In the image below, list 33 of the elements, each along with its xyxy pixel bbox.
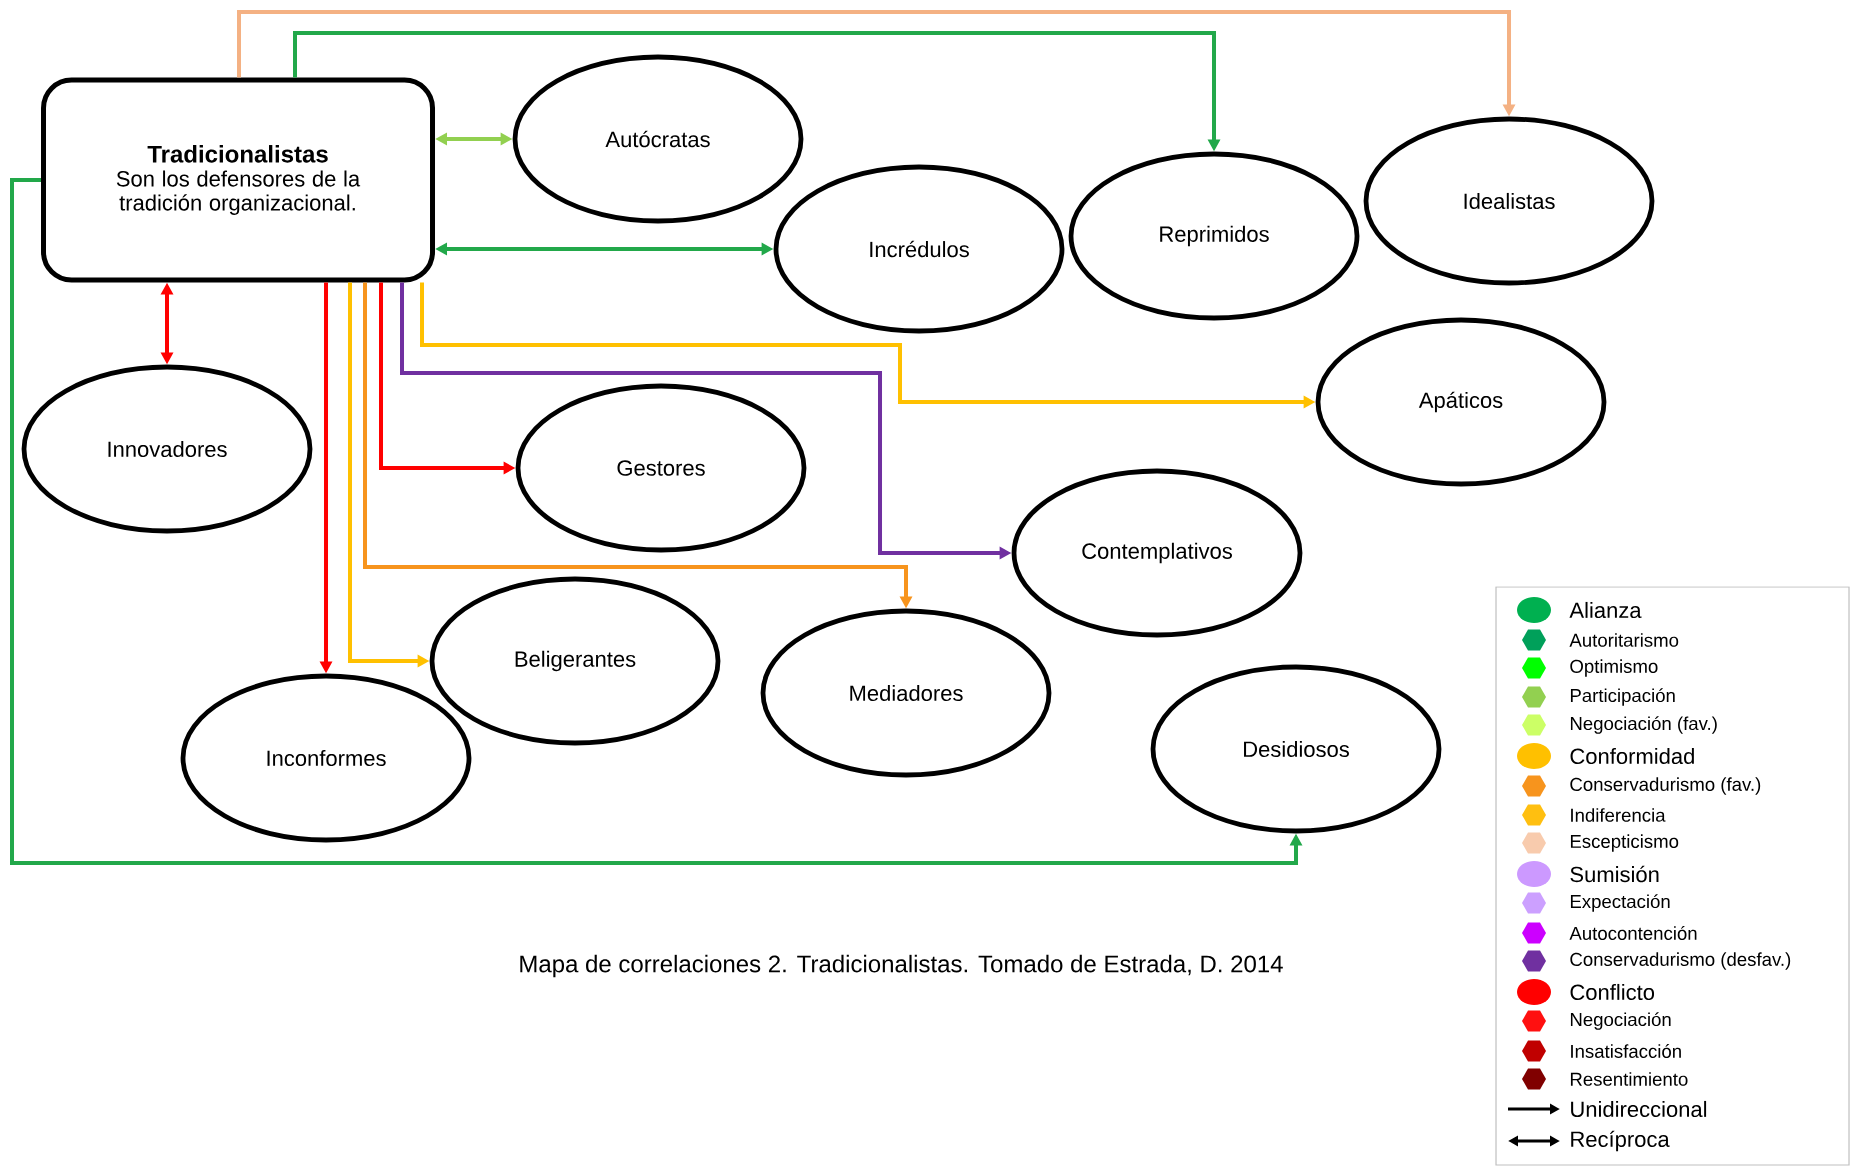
legend-text: Alianza bbox=[1569, 601, 1642, 619]
legend-text: Resentimiento bbox=[1570, 1072, 1688, 1086]
ellipse-node: Inconformes bbox=[180, 673, 472, 843]
ellipse-node: Reprimidos bbox=[1068, 151, 1360, 321]
legend-text: Participación bbox=[1570, 688, 1675, 706]
ellipse-node: Mediadores bbox=[760, 608, 1052, 778]
legend-text: Negociación (fav.) bbox=[1570, 716, 1717, 734]
legend-text: Conflicto bbox=[1570, 983, 1655, 1001]
legend-text: Negociación bbox=[1570, 1012, 1671, 1030]
ellipse-node: Apáticos bbox=[1315, 317, 1607, 487]
legend-text: Autoritarismo bbox=[1569, 633, 1679, 647]
legend-text: Sumisión bbox=[1570, 865, 1659, 883]
legend-text: Escepticismo bbox=[1570, 834, 1679, 852]
legend-text: Conformidad bbox=[1570, 747, 1694, 765]
ellipse-node: Gestores bbox=[515, 383, 807, 553]
legend-text: Unidireccional bbox=[1571, 1100, 1707, 1118]
legend-text: Recíproca bbox=[1571, 1130, 1670, 1152]
legend-text: Autocontención bbox=[1569, 926, 1697, 940]
ellipse-node: Contemplativos bbox=[1011, 468, 1303, 638]
rounded-box: Tradicionalistas Son los defensores de la tradición organizacional. bbox=[41, 77, 435, 283]
legend-text: Insatisfacción bbox=[1571, 1044, 1681, 1058]
ellipse-node: Innovadores bbox=[21, 364, 313, 534]
caption: Mapa de correlaciones 2. Tradicionalistas. Tomado de Estrada, D. 2014 bbox=[520, 954, 1283, 978]
ellipse-node: Beligerantes bbox=[429, 576, 721, 746]
ellipse-node: Incrédulos bbox=[773, 164, 1065, 334]
legend-text: Conservadurismo (fav.) bbox=[1570, 777, 1761, 795]
legend-text: Expectación bbox=[1570, 894, 1670, 912]
legend-text: Optimismo bbox=[1570, 659, 1658, 677]
legend-text: Conservadurismo (desfav.) bbox=[1570, 952, 1791, 970]
ellipse-node: Idealistas bbox=[1363, 116, 1655, 286]
legend-text: Indiferencia bbox=[1571, 808, 1666, 822]
ellipse-node: Desidiosos bbox=[1150, 664, 1442, 834]
ellipse-node: Autócratas bbox=[512, 54, 804, 224]
